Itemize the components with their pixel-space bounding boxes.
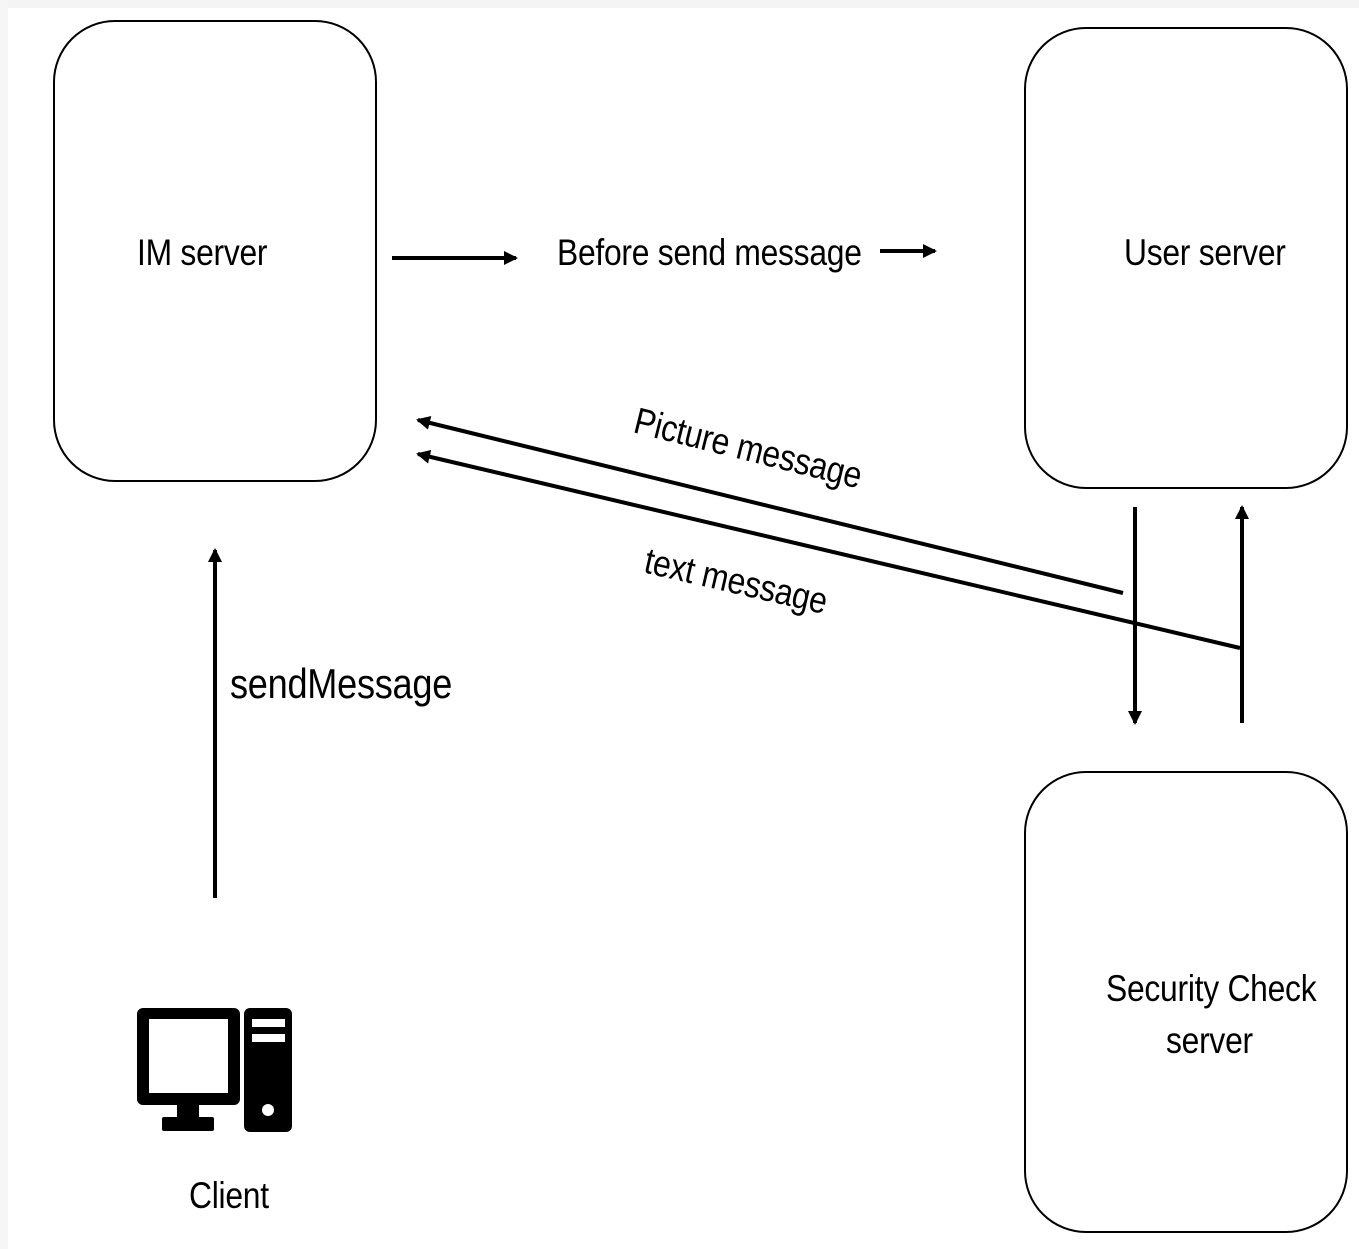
text-message-arrow — [416, 449, 1241, 650]
security-check-label-line2: server — [1166, 1020, 1253, 1061]
user-server-label: User server — [1124, 232, 1286, 273]
top-border — [0, 0, 1359, 8]
user-server-box — [1024, 27, 1348, 489]
left-border — [0, 0, 8, 1249]
picture-message-arrow — [416, 416, 1124, 595]
send-message-label: sendMessage — [230, 660, 453, 707]
im-server-label: IM server — [137, 232, 268, 273]
desktop-computer-icon — [137, 1008, 292, 1132]
security-check-label-line1: Security Check — [1106, 968, 1317, 1009]
client-label: Client — [189, 1175, 269, 1216]
before-send-message-label: Before send message — [557, 232, 862, 273]
im-server-box — [53, 20, 377, 482]
security-check-server-box — [1024, 771, 1348, 1233]
